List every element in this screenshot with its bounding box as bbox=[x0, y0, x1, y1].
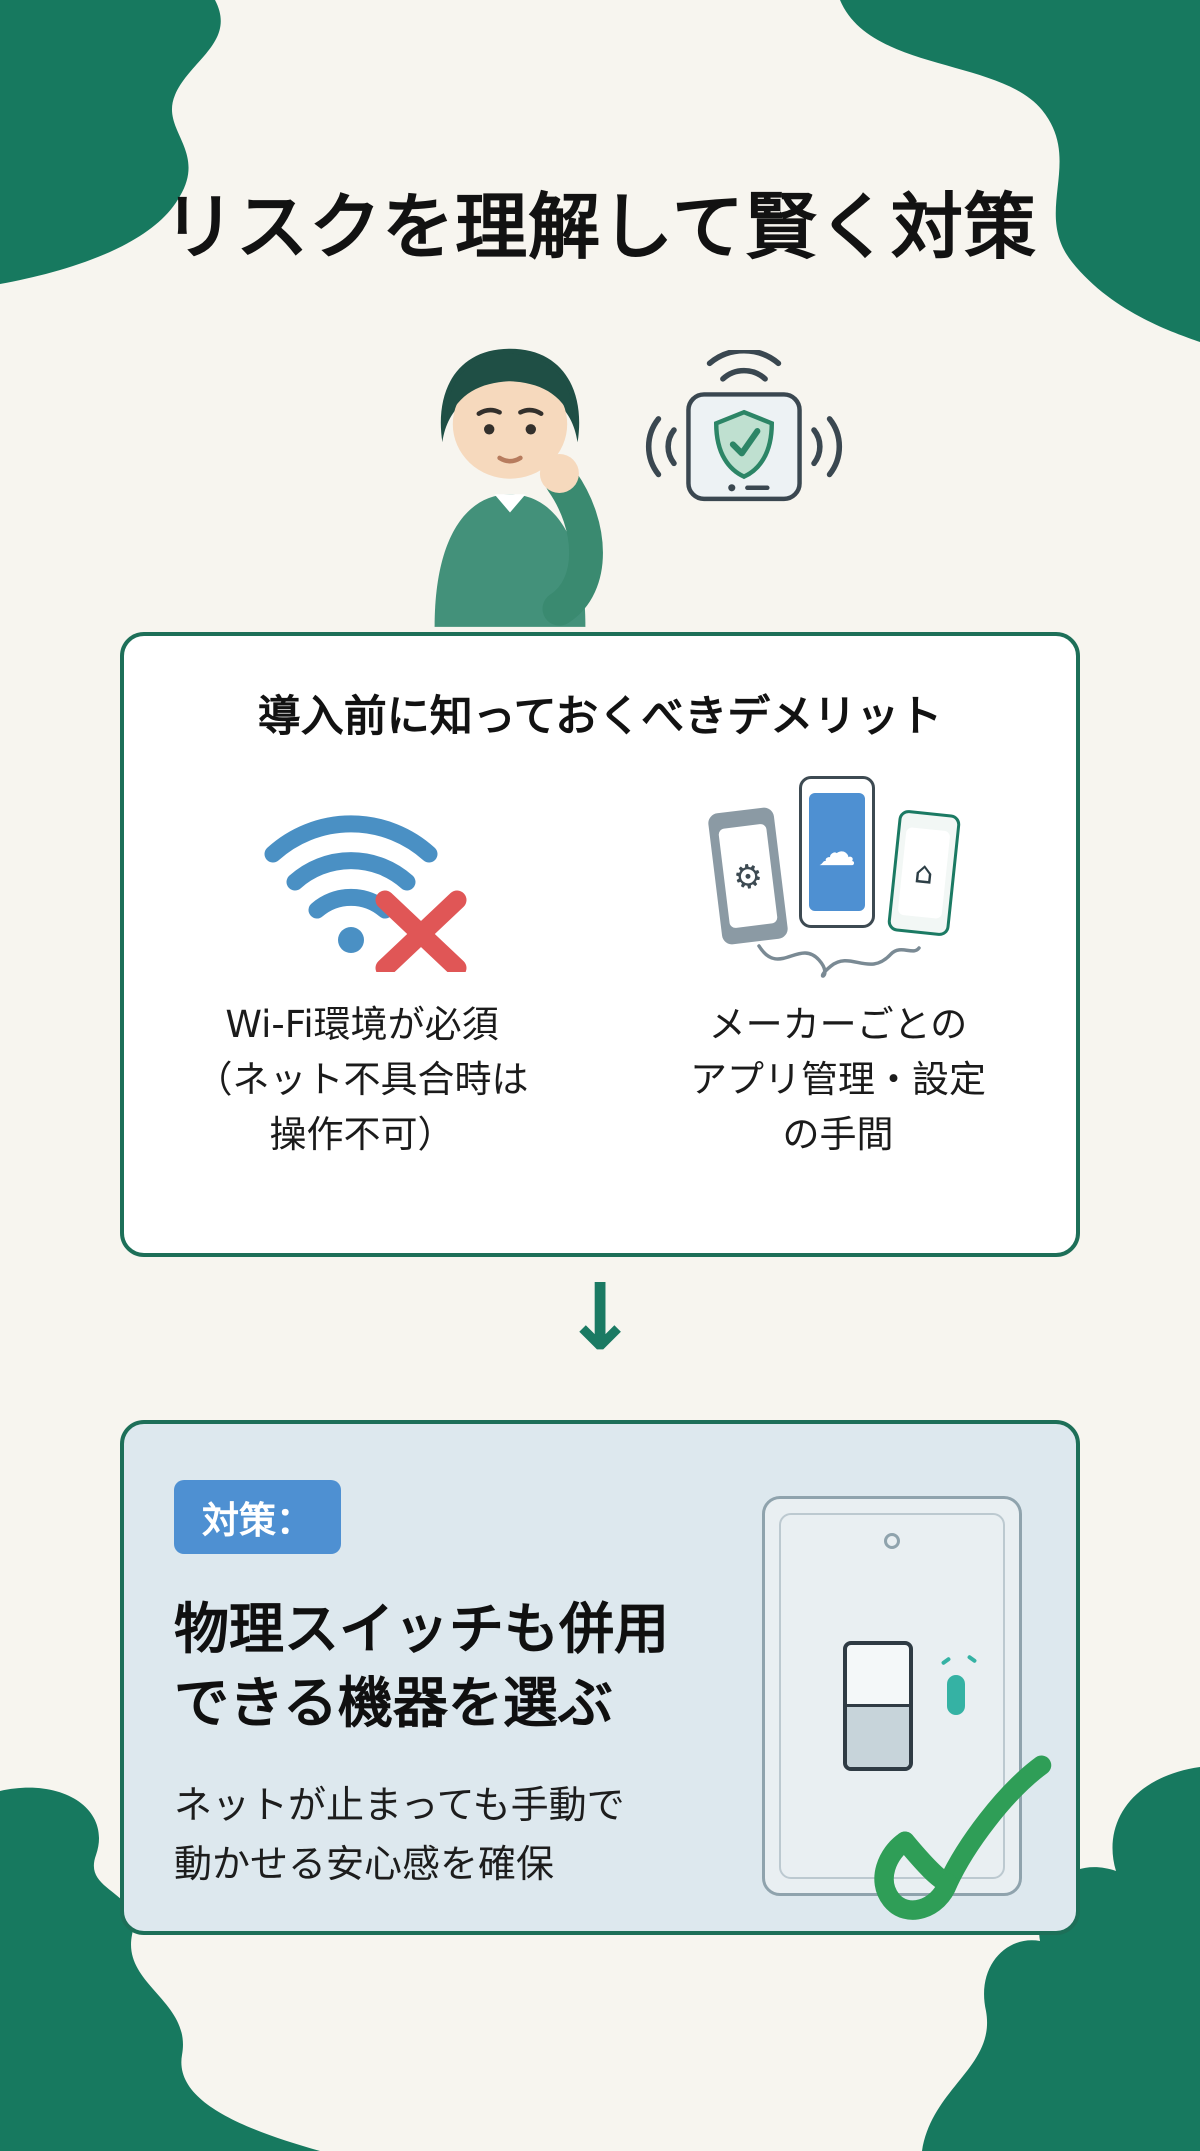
corner-blob-bottom-left bbox=[0, 1787, 320, 2151]
switch-indicator-light bbox=[947, 1675, 965, 1715]
tangled-cables-icon bbox=[757, 944, 921, 978]
phone-cloud: ☁ bbox=[799, 776, 875, 928]
maker-apps-icon: ⚙ ☁ ⌂ bbox=[707, 774, 963, 979]
wifi-demerit-line: Wi-Fi環境が必須 bbox=[225, 1003, 499, 1046]
wifi-demerit-line: 操作不可） bbox=[269, 1113, 455, 1156]
checkmark-icon bbox=[874, 1755, 1052, 1920]
down-arrow-icon: ↓ bbox=[561, 1264, 639, 1371]
wifi-demerit-text: Wi-Fi環境が必須 （ネット不具合時は 操作不可） bbox=[196, 997, 529, 1162]
wifi-demerit-line: （ネット不具合時は bbox=[195, 1058, 529, 1101]
phone-home: ⌂ bbox=[886, 809, 962, 937]
demerit-card: 導入前に知っておくべきデメリット Wi-Fi bbox=[120, 632, 1080, 1257]
corner-blob-top-left bbox=[0, 0, 221, 284]
solution-heading-line: できる機器を選ぶ bbox=[174, 1671, 613, 1735]
switch-screw bbox=[884, 1533, 900, 1549]
intro-illustration bbox=[380, 330, 850, 635]
solution-badge: 対策： bbox=[174, 1480, 341, 1554]
corner-blob-top-right bbox=[840, 0, 1200, 342]
apps-demerit-line: メーカーごとの bbox=[708, 1003, 968, 1046]
solution-body-line: ネットが止まっても手動で bbox=[174, 1783, 625, 1827]
page-title: リスクを理解して賢く対策 bbox=[163, 185, 1037, 269]
corner-blob-bottom-right bbox=[922, 1767, 1200, 2151]
apps-demerit-text: メーカーごとの アプリ管理・設定 の手間 bbox=[690, 997, 986, 1162]
wifi-offline-icon bbox=[253, 774, 471, 979]
phone-settings: ⚙ bbox=[707, 806, 789, 946]
cloud-icon: ☁ bbox=[818, 830, 856, 874]
demerit-item-apps: ⚙ ☁ ⌂ bbox=[600, 774, 1076, 1162]
thinking-person-illustration bbox=[434, 348, 603, 627]
apps-demerit-line: の手間 bbox=[782, 1113, 894, 1156]
smart-device-illustration bbox=[646, 350, 842, 502]
solution-body-line: 動かせる安心感を確保 bbox=[174, 1842, 555, 1886]
demerit-items-row: Wi-Fi環境が必須 （ネット不具合時は 操作不可） ⚙ ☁ bbox=[124, 774, 1076, 1162]
home-icon: ⌂ bbox=[912, 854, 936, 892]
demerit-item-wifi: Wi-Fi環境が必須 （ネット不具合時は 操作不可） bbox=[124, 774, 600, 1162]
switch-toggle-lower bbox=[847, 1703, 909, 1767]
solution-card: 対策： 物理スイッチも併用 できる機器を選ぶ ネットが止まっても手動で 動かせる… bbox=[120, 1420, 1080, 1935]
solution-heading-line: 物理スイッチも併用 bbox=[174, 1597, 670, 1661]
gear-icon: ⚙ bbox=[730, 854, 766, 898]
solution-heading: 物理スイッチも併用 できる機器を選ぶ bbox=[174, 1592, 669, 1740]
solution-body: ネットが止まっても手動で 動かせる安心感を確保 bbox=[174, 1776, 625, 1894]
switch-toggle bbox=[843, 1641, 913, 1771]
apps-demerit-line: アプリ管理・設定 bbox=[690, 1058, 986, 1101]
demerit-card-title: 導入前に知っておくべきデメリット bbox=[257, 692, 943, 742]
